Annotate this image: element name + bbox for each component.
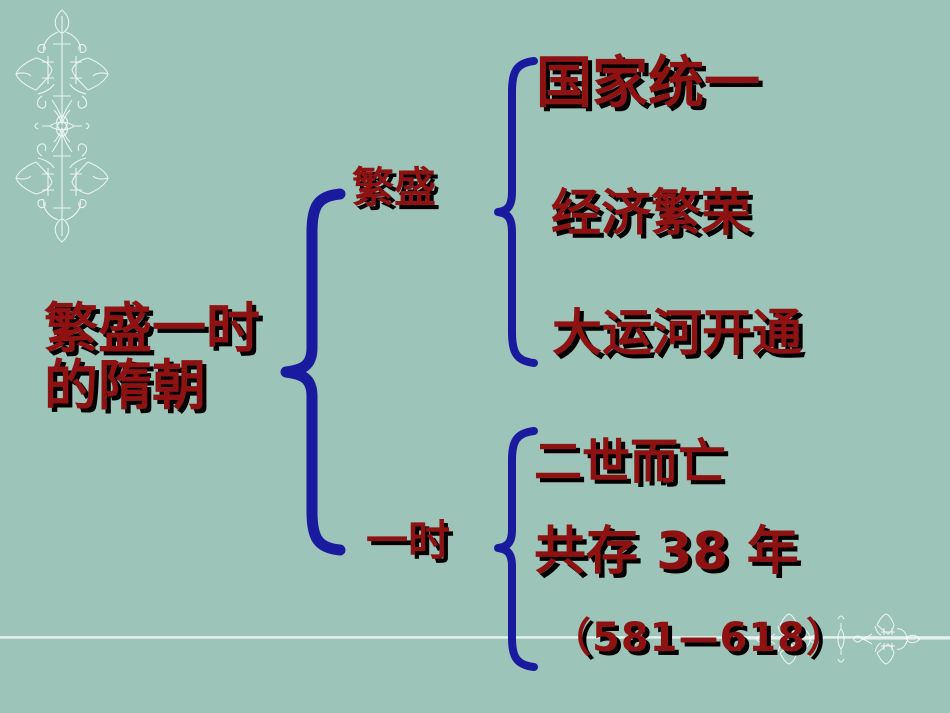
- floral-damask-ornament: [15, 9, 109, 243]
- leaf-national-unification: 国家统一: [536, 51, 760, 116]
- brace-branch-prosperity: [494, 57, 538, 367]
- leaf-fell-in-two-generations: 二世而亡: [534, 434, 727, 490]
- leaf-grand-canal-opening: 大运河开通: [552, 304, 802, 362]
- branch-label-brevity: 一时: [366, 516, 451, 565]
- root-title-line1: 繁盛一时: [44, 297, 260, 360]
- root-title-line2: 的隋朝: [44, 354, 206, 418]
- horizontal-divider: [0, 636, 950, 639]
- branch-label-prosperity: 繁盛: [352, 163, 437, 212]
- brace-root: [280, 188, 346, 556]
- leaf-economic-prosperity: 经济繁荣: [551, 184, 751, 242]
- leaf-date-range: （581—618）: [551, 615, 847, 661]
- leaf-lasted-38-years: 共存 38 年: [534, 522, 799, 582]
- root-title: 繁盛一时 的隋朝: [44, 297, 260, 418]
